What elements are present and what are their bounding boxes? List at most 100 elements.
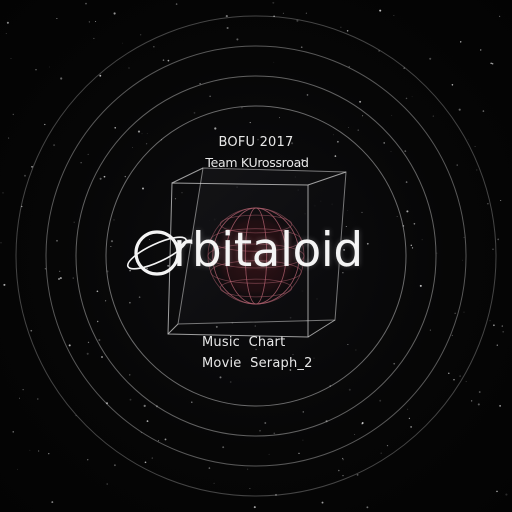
sphere-meridian <box>212 207 300 305</box>
star <box>292 354 294 356</box>
star <box>386 445 389 447</box>
orbit-rings <box>15 15 497 497</box>
star <box>241 106 243 109</box>
cube-edge-tr <box>307 171 347 186</box>
star <box>106 402 108 405</box>
star <box>478 391 481 393</box>
team-label: Team KUrossroad <box>205 155 309 170</box>
star <box>413 222 416 225</box>
star <box>448 372 450 375</box>
star <box>247 468 249 470</box>
star <box>268 453 270 455</box>
star <box>302 411 305 413</box>
star <box>454 312 456 314</box>
star <box>129 398 132 401</box>
star <box>342 459 344 461</box>
sphere-parallel <box>219 214 293 234</box>
star <box>361 211 363 213</box>
orbit-ring-inner <box>105 105 407 407</box>
star <box>411 96 413 98</box>
star <box>88 21 91 23</box>
star <box>405 181 408 183</box>
star <box>273 15 275 17</box>
star <box>158 440 160 442</box>
star <box>236 38 239 41</box>
star <box>411 247 414 249</box>
star <box>453 378 455 381</box>
star <box>498 15 501 18</box>
star <box>459 375 461 377</box>
cube-side-face <box>310 172 346 322</box>
star <box>500 199 502 202</box>
star <box>214 127 217 130</box>
star <box>378 50 380 52</box>
star <box>302 439 304 441</box>
star <box>357 129 359 131</box>
star <box>137 130 141 133</box>
star <box>505 493 508 496</box>
star <box>141 187 145 190</box>
star <box>264 422 267 424</box>
star <box>476 169 478 171</box>
star <box>491 62 494 65</box>
star <box>391 114 393 116</box>
wire-sphere <box>207 207 305 305</box>
star <box>291 142 294 145</box>
star <box>340 26 342 28</box>
star <box>273 61 275 63</box>
star <box>44 268 47 270</box>
star <box>68 344 71 347</box>
star <box>209 95 211 97</box>
event-label: BOFU 2017 <box>218 135 294 150</box>
star <box>99 74 102 77</box>
star <box>140 432 142 434</box>
star <box>59 277 62 280</box>
star <box>48 453 50 455</box>
star <box>167 59 170 62</box>
star <box>254 325 257 327</box>
star <box>403 67 405 69</box>
star <box>113 12 116 15</box>
star <box>408 417 411 420</box>
star <box>225 15 228 18</box>
star <box>101 356 103 358</box>
star <box>404 150 407 152</box>
star <box>19 397 20 399</box>
star <box>273 432 276 435</box>
star <box>347 210 349 212</box>
star <box>493 324 495 327</box>
star <box>175 3 178 5</box>
star <box>57 277 61 281</box>
star <box>257 138 259 141</box>
title-text: rbitaloid <box>173 223 363 278</box>
star <box>124 175 126 178</box>
star <box>12 431 14 433</box>
star <box>86 352 89 355</box>
star <box>456 164 458 166</box>
star <box>98 339 101 341</box>
star <box>162 59 165 61</box>
star <box>59 270 61 273</box>
star <box>95 21 97 22</box>
star <box>138 296 141 298</box>
star <box>149 239 151 240</box>
star <box>110 246 112 247</box>
star <box>410 426 412 428</box>
star <box>499 405 501 407</box>
star <box>359 100 362 103</box>
star <box>85 2 87 5</box>
star <box>296 19 299 22</box>
star <box>219 376 222 379</box>
star <box>347 344 349 346</box>
star <box>333 134 335 136</box>
star <box>305 12 307 14</box>
star <box>253 506 256 509</box>
star <box>355 349 357 351</box>
star <box>12 113 14 116</box>
star <box>406 210 409 213</box>
star <box>301 159 304 162</box>
star <box>75 415 77 417</box>
star <box>129 269 131 272</box>
star <box>458 108 461 111</box>
star <box>174 198 177 200</box>
